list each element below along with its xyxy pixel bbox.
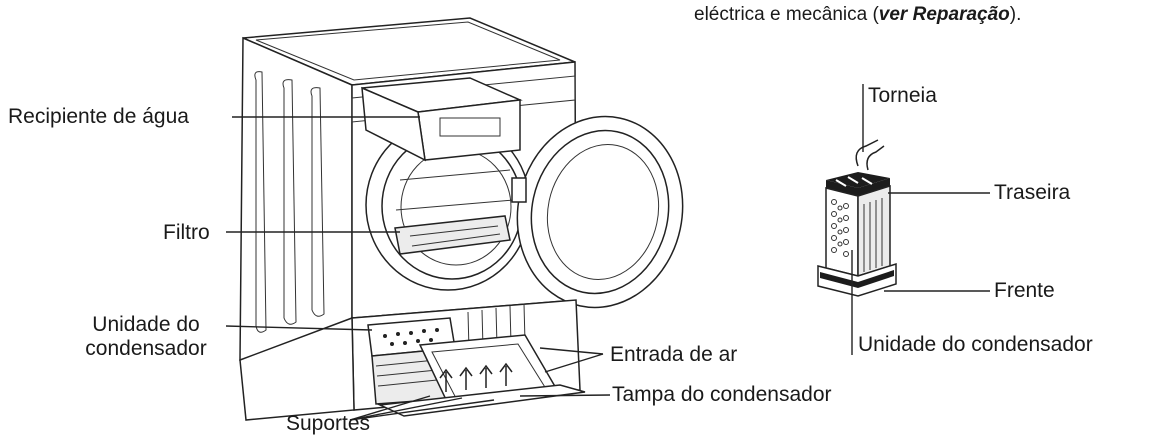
condenser-leader-lines <box>851 84 990 355</box>
note-text-after: ). <box>1009 4 1022 25</box>
condenser-side-fins <box>857 184 891 278</box>
label-rear: Traseira <box>994 181 1071 204</box>
condenser-base-frame <box>817 262 897 297</box>
label-condenser-unit-line2: condensador <box>85 337 207 360</box>
label-air-inlet: Entrada de ar <box>610 343 738 366</box>
dryer-illustration <box>239 17 684 421</box>
label-filter: Filtro <box>163 221 210 244</box>
note-repair-reference: ver Reparação <box>878 4 1010 25</box>
condenser-unit-illustration <box>817 139 897 297</box>
label-condenser-unit-line1: Unidade do <box>92 313 200 336</box>
label-tap: Torneia <box>868 84 937 107</box>
label-water-container: Recipiente de água <box>8 105 189 128</box>
dryer-door <box>511 115 684 309</box>
label-condenser-cover: Tampa do condensador <box>612 383 832 406</box>
label-supports: Suportes <box>286 412 371 435</box>
label-condenser-unit-dryer: Unidade do condensador <box>66 313 226 361</box>
label-front: Frente <box>994 279 1055 302</box>
dryer-leader-lines <box>225 116 611 421</box>
repair-note: eléctrica e mecânica (ver Reparação). <box>694 4 1021 26</box>
note-text-before: eléctrica e mecânica ( <box>694 4 879 25</box>
label-condenser-unit: Unidade do condensador <box>858 333 1093 356</box>
